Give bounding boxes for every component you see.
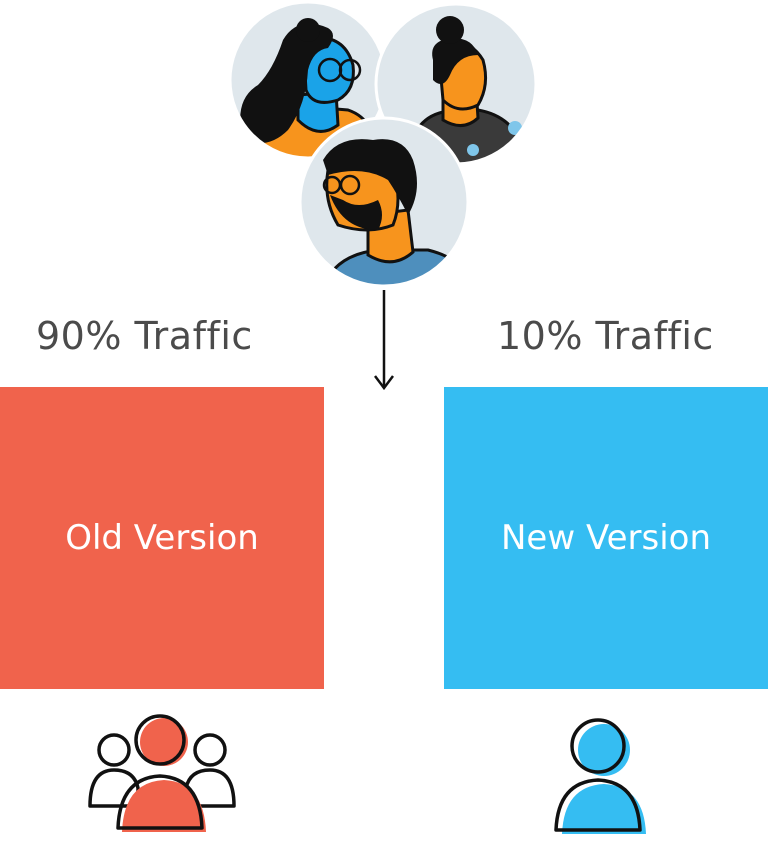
avatar-woman [230,2,386,158]
single-user-icon [554,718,646,834]
arrow-down-icon [374,290,394,391]
old-version-box: Old Version [0,387,324,689]
new-version-box: New Version [444,387,768,689]
avatar-bearded-man [300,118,468,286]
users-avatar-cluster [228,0,538,288]
right-traffic-label: 10% Traffic [497,314,714,358]
left-traffic-label: 90% Traffic [36,314,253,358]
new-version-label: New Version [501,518,711,558]
old-version-label: Old Version [65,518,259,558]
user-group-icon [88,714,236,832]
